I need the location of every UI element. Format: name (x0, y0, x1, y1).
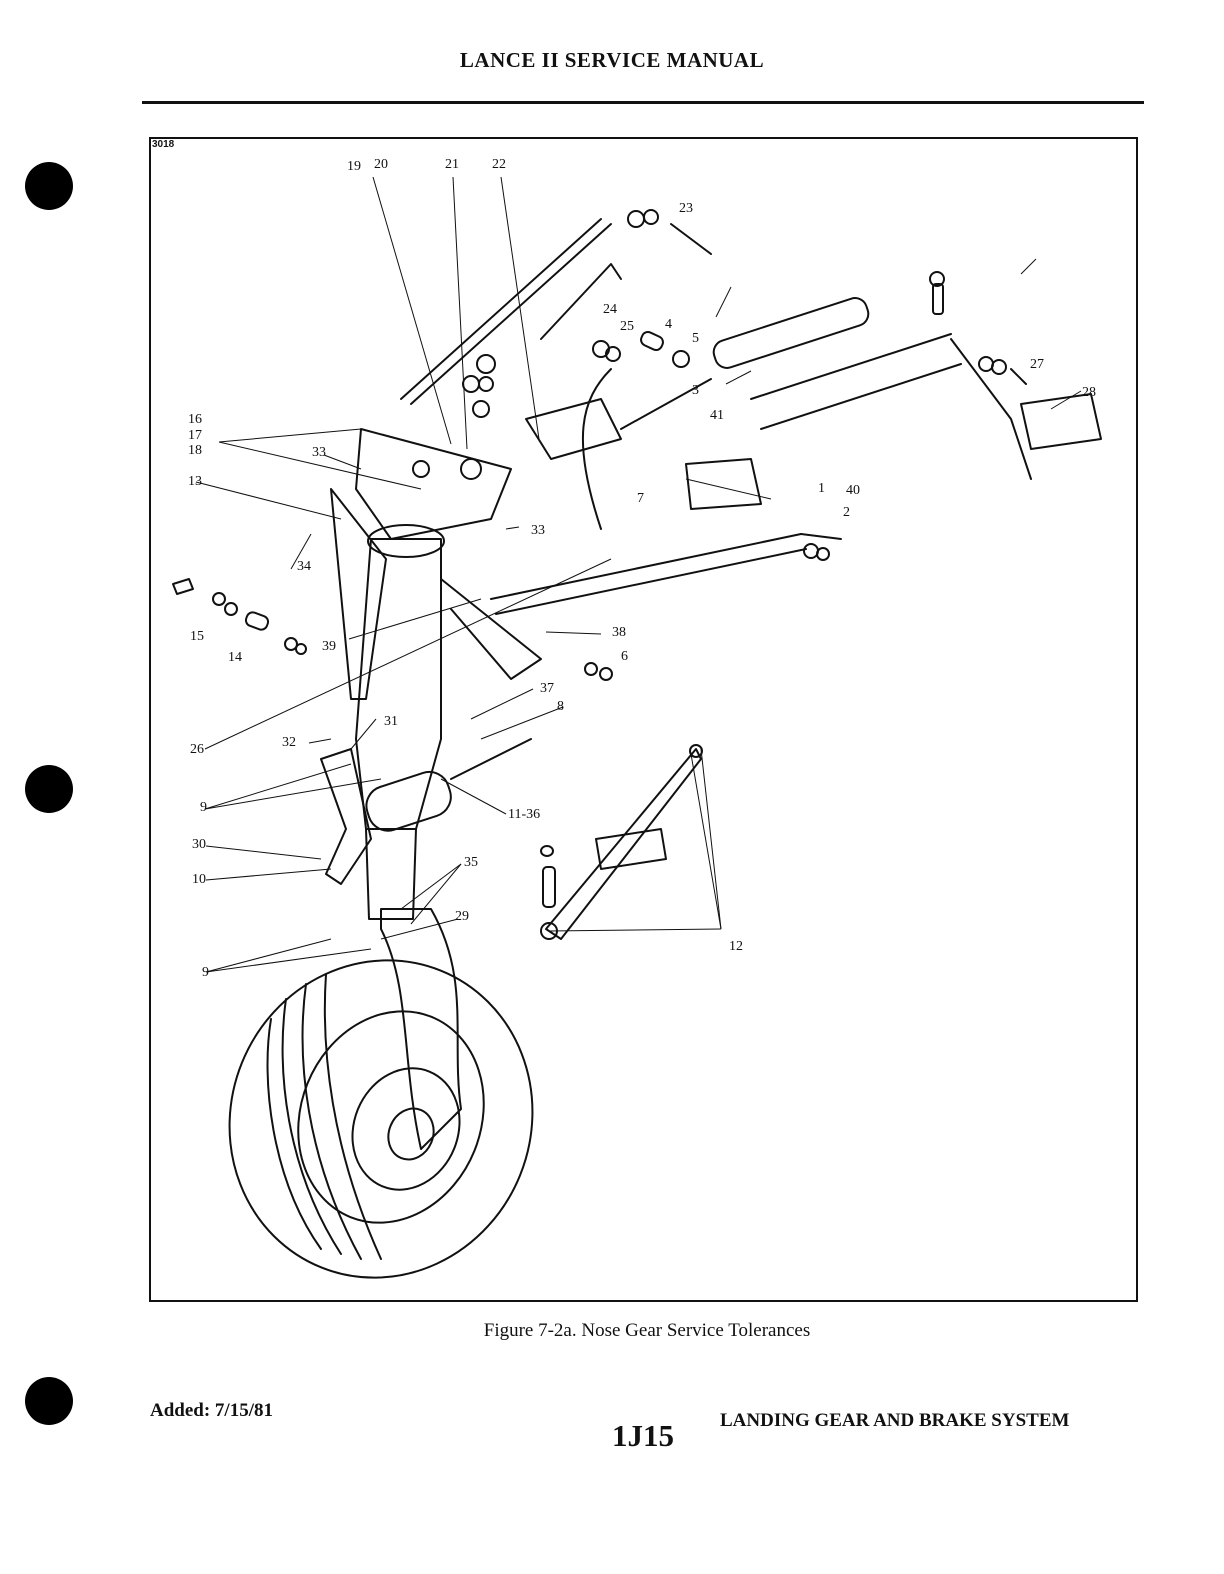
callout-38: 38 (612, 626, 626, 640)
strut-lower (366, 829, 416, 919)
mount-plate (686, 459, 761, 509)
binder-hole-middle (25, 765, 73, 813)
spring-arm (546, 749, 701, 939)
callout-33-upper: 33 (312, 446, 326, 460)
callout-18: 18 (188, 444, 202, 458)
bracket (1021, 394, 1101, 449)
manual-title: LANCE II SERVICE MANUAL (0, 48, 1224, 73)
callout-33-lower: 33 (531, 524, 545, 538)
nose-gear-illustration (151, 139, 1131, 1295)
fork (381, 909, 461, 1149)
drag-brace (491, 534, 801, 599)
shimmy-damper (361, 767, 456, 836)
callout-14: 14 (228, 651, 242, 665)
callout-22: 22 (492, 158, 506, 172)
added-date: Added: 7/15/81 (150, 1400, 273, 1422)
callout-2: 2 (843, 506, 850, 520)
callout-11-36: 11-36 (508, 808, 540, 822)
callout-16: 16 (188, 413, 202, 427)
callout-1: 1 (818, 482, 825, 496)
callout-15: 15 (190, 630, 204, 644)
callout-13: 13 (188, 475, 202, 489)
callout-12: 12 (729, 940, 743, 954)
callout-37: 37 (540, 682, 554, 696)
callout-34: 34 (297, 560, 311, 574)
tire-inner-rim (267, 983, 515, 1251)
section-title: LANDING GEAR AND BRAKE SYSTEM (720, 1410, 1069, 1432)
figure-caption: Figure 7-2a. Nose Gear Service Tolerance… (0, 1320, 1224, 1342)
torque-links (321, 749, 371, 884)
callout-24: 24 (603, 303, 617, 317)
callout-19: 19 (347, 160, 361, 174)
tire (182, 914, 580, 1295)
binder-hole-top (25, 162, 73, 210)
callout-28: 28 (1082, 386, 1096, 400)
callout-10: 10 (192, 873, 206, 887)
callout-3: 3 (692, 384, 699, 398)
callout-40: 40 (846, 484, 860, 498)
callout-23: 23 (679, 202, 693, 216)
callout-27: 27 (1030, 358, 1044, 372)
callout-31: 31 (384, 715, 398, 729)
binder-hole-bottom (25, 1377, 73, 1425)
callout-17: 17 (188, 429, 202, 443)
callout-39: 39 (322, 640, 336, 654)
callout-6: 6 (621, 650, 628, 664)
callout-29: 29 (455, 910, 469, 924)
callout-9-upper: 9 (200, 801, 207, 815)
steering-arm (356, 429, 511, 539)
callout-20: 20 (374, 158, 388, 172)
callout-9-lower: 9 (202, 966, 209, 980)
callout-4: 4 (665, 318, 672, 332)
callout-7: 7 (637, 492, 644, 506)
callout-5: 5 (692, 332, 699, 346)
callout-30: 30 (192, 838, 206, 852)
callout-25: 25 (620, 320, 634, 334)
header-rule (142, 101, 1144, 104)
page-code: 1J15 (612, 1418, 674, 1454)
actuator-cylinder (711, 295, 872, 371)
callout-26: 26 (190, 743, 204, 757)
callout-41: 41 (710, 409, 724, 423)
callout-21: 21 (445, 158, 459, 172)
callout-32: 32 (282, 736, 296, 750)
callout-8: 8 (557, 700, 564, 714)
upper-rod (401, 219, 601, 399)
callout-35: 35 (464, 856, 478, 870)
